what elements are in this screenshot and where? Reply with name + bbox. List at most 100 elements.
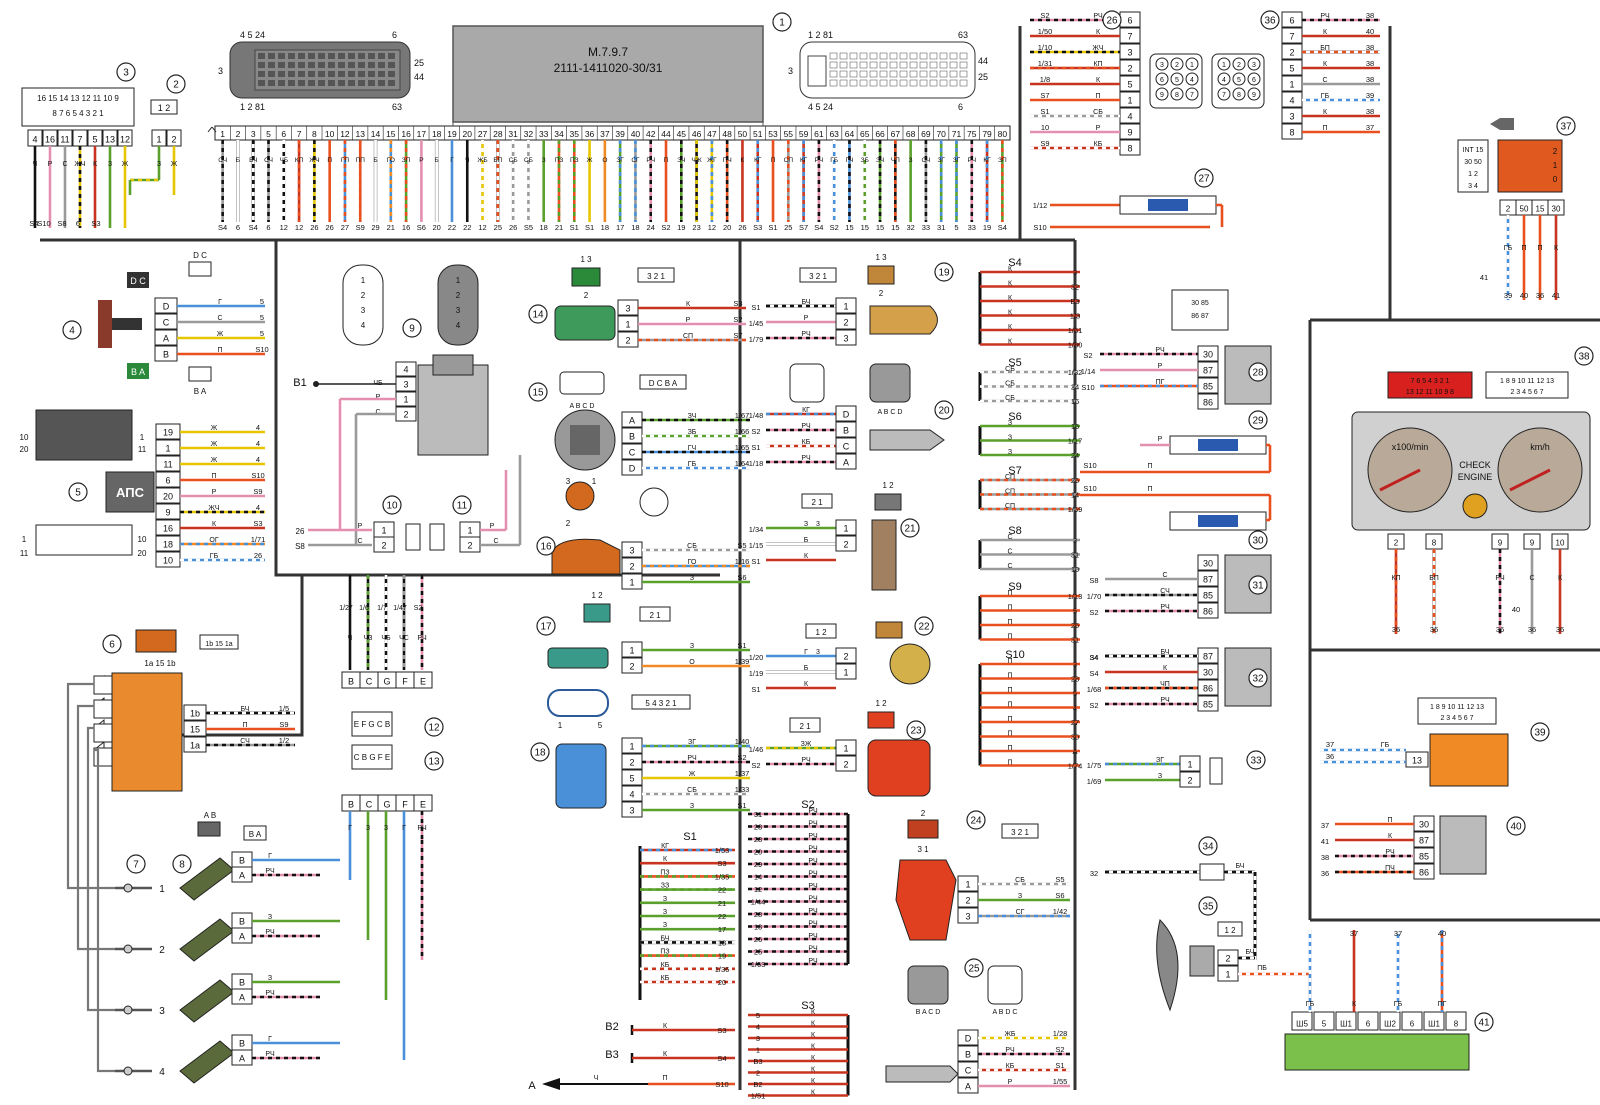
comp5-side: 1	[140, 433, 145, 442]
pin-box: 5	[1119, 75, 1141, 92]
pin-label: Ш1	[1340, 1020, 1352, 1029]
comp9-pin-num: 4	[361, 321, 366, 330]
comp26-wire: П	[1095, 93, 1100, 100]
ecu-pin-number: 6	[281, 129, 286, 139]
ecu-pin-splice: 12	[478, 223, 486, 232]
pin-box: 2	[395, 406, 417, 422]
pin-label: 3	[1289, 112, 1294, 122]
comp4-conn-top: D C	[193, 251, 207, 260]
s4-row: 1/3	[1070, 312, 1080, 321]
comp13-wire: З	[384, 825, 388, 832]
ecu-pin-splice: S1	[585, 223, 594, 232]
pin-box: 1	[835, 297, 857, 314]
left-end: 1/79	[749, 335, 764, 344]
b2-end: S3	[717, 1026, 726, 1035]
comp41-wire: ГБ	[1306, 1001, 1315, 1008]
s1-end: 21	[718, 899, 726, 908]
callout-33: 33	[1246, 750, 1266, 770]
pin-label: 1	[843, 524, 848, 534]
pin-box: 5	[621, 769, 643, 786]
comp3-wire: З	[108, 161, 112, 168]
injector-wire: РЧ	[265, 990, 275, 997]
pin-label: 30	[1203, 350, 1213, 360]
pin-box: 86	[1413, 863, 1435, 880]
left-end: S1	[751, 557, 760, 566]
callout-2: 2	[166, 74, 186, 94]
comp18-conn-label: 5 4 3 2 1	[645, 699, 677, 708]
ecu-pin-splice: 33	[922, 223, 930, 232]
rt-end: 38	[1366, 43, 1374, 52]
pin-label: 1	[1225, 970, 1230, 980]
ecu-pin-wire: БЧ	[249, 157, 257, 164]
pin-box: 1	[1179, 755, 1201, 772]
wire-code: ЗЧ	[688, 413, 697, 420]
callout-number: 21	[904, 524, 916, 535]
s6-wire: З	[1008, 435, 1012, 442]
ecu-pin-wire: ЧБ	[279, 157, 288, 164]
comp41-top-end: 37	[1394, 929, 1402, 938]
injector-wire: З	[268, 975, 272, 982]
comp24-wire: СГ	[1016, 909, 1025, 916]
ecu-pin-number: 79	[982, 129, 992, 139]
s5-row: 16	[1071, 397, 1079, 406]
ecu-pin-number: 45	[677, 129, 687, 139]
comp33-end: 1/75	[1087, 761, 1102, 770]
pin-label: A	[239, 993, 245, 1003]
pin-label: D	[629, 464, 636, 474]
comp3-splice: S8	[57, 219, 66, 228]
left-wire: КГ	[802, 407, 810, 414]
comp5-side: 20	[20, 445, 29, 454]
injector-conn-label: B A	[249, 830, 262, 839]
s4-wire: К	[1008, 339, 1013, 346]
left-end: S2	[751, 761, 760, 770]
s1-wire: З	[663, 896, 667, 903]
comp39-end: 37	[1326, 740, 1334, 749]
pin-label: A	[843, 458, 849, 468]
callout-number: 41	[1478, 1018, 1490, 1029]
s7-row: 1/59	[1068, 505, 1083, 514]
ecu-pin-number: 10	[325, 129, 335, 139]
ecu-pin-splice: 25	[494, 223, 502, 232]
comp26-grid: 8	[1175, 92, 1179, 99]
wire-code: К	[686, 301, 691, 308]
s10-wire: П	[1007, 760, 1012, 767]
pin-label: 11	[60, 135, 69, 145]
pin-end: S7	[733, 331, 742, 340]
pin-label: 2	[1289, 48, 1294, 58]
ecu-pin-wire: СБ	[509, 157, 518, 164]
speed-label: km/h	[1530, 442, 1550, 452]
pin-label: 16	[45, 135, 55, 145]
s3-wire: К	[811, 1032, 816, 1039]
ecu-pin-number: 27	[478, 129, 488, 139]
comp26-end: S7	[1040, 91, 1049, 100]
pin-end: 1/39	[735, 657, 750, 666]
ecu-pin-splice: S9	[356, 223, 365, 232]
s2-wire: РЧ	[808, 808, 818, 815]
ecu-pin-number: 69	[921, 129, 931, 139]
pin-box: 1	[373, 521, 395, 538]
s7-wire: СП	[1005, 474, 1015, 481]
pin-box: A	[835, 453, 857, 470]
ecu-pin-wire: З	[909, 157, 913, 164]
pin-box: 1	[1119, 91, 1141, 108]
pin-label: 2	[843, 318, 848, 328]
pin-box: 2	[835, 647, 857, 664]
comp26-end: 10	[1041, 123, 1049, 132]
pin-box: B	[835, 421, 857, 438]
ecu-pin-number: 36	[585, 129, 595, 139]
pin-label: 4	[32, 135, 37, 145]
comp24-end: S5	[1055, 875, 1064, 884]
s10-row: 5	[1073, 689, 1077, 698]
callout-22: 22	[914, 616, 934, 636]
comp37-label: 1 2	[1468, 171, 1478, 178]
s2-row: 31	[754, 810, 762, 819]
comp37-end: 41	[1552, 291, 1560, 300]
arrow-wire: Ч	[594, 1075, 599, 1082]
pin-box: 1	[395, 391, 417, 407]
ecu-pin-splice: S3	[753, 223, 762, 232]
wire-code: ГЧ	[688, 445, 697, 452]
comp36-grid: 5	[1237, 77, 1241, 84]
s5-row: 1/32	[1068, 368, 1083, 377]
comp33-wire: ЗГ	[1156, 757, 1164, 764]
ecu-pin-splice: 22	[463, 223, 471, 232]
